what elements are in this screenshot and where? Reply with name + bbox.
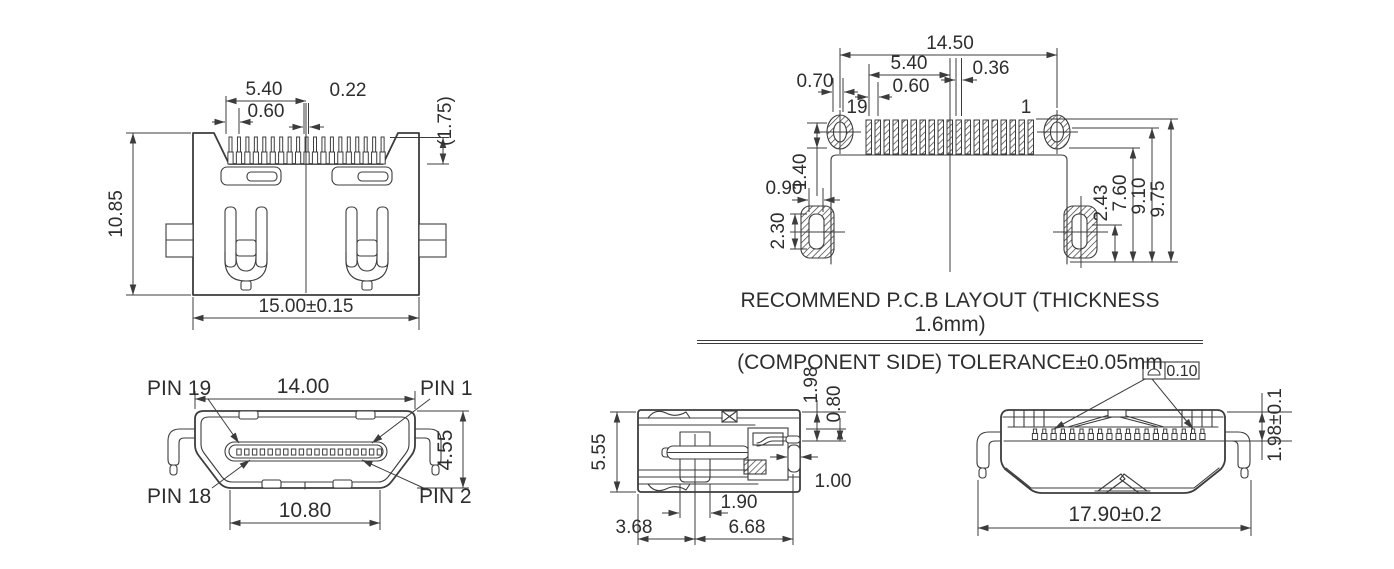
dim-1-98-tol: 1.98±0.1 — [1265, 388, 1286, 462]
pin-19-label: 19 — [846, 97, 867, 118]
dim-1-75: (1.75) — [435, 96, 456, 146]
shell-outline — [194, 410, 416, 489]
dim-1-00: 1.00 — [815, 471, 852, 492]
view-rear: 0.10 1.98±0.1 17.90±0.2 — [976, 361, 1292, 536]
through-hole-contact-right — [345, 206, 389, 291]
pin19-label: PIN 19 — [147, 377, 211, 400]
dim-1-40: 1.40 — [790, 154, 811, 191]
view-side: 5.55 1.98 0.80 1.00 1.90 3.68 6.68 — [589, 367, 851, 545]
dim-6-68: 6.68 — [729, 517, 766, 538]
dim-5-40: 5.40 — [246, 79, 283, 100]
dim-2-30: 2.30 — [768, 213, 789, 250]
dim-0-90: 0.90 — [766, 178, 803, 199]
leg-left — [167, 428, 196, 466]
dim-17-90-tol: 17.90±0.2 — [1068, 503, 1161, 526]
v1-pins — [227, 136, 386, 165]
dim-0-22: 0.22 — [330, 80, 367, 101]
pcb-outline — [830, 154, 1068, 265]
dim-0-70: 0.70 — [797, 71, 834, 92]
pin1-label: PIN 1 — [420, 377, 473, 400]
rear-leg-left — [976, 431, 1002, 469]
dim-1-98: 1.98 — [801, 367, 822, 404]
v3-contacts — [236, 448, 383, 456]
dim-9-75: 9.75 — [1148, 181, 1169, 218]
dim-9-10: 9.10 — [1129, 178, 1150, 215]
dim-14-00: 14.00 — [277, 375, 330, 398]
side-leg — [787, 444, 801, 473]
view-pcb-layout: 14.50 5.40 0.60 0.70 0.36 19 1 1.40 0.90… — [766, 33, 1178, 272]
solder-block — [743, 459, 767, 475]
caption-line1: RECOMMEND P.C.B LAYOUT (THICKNESS 1.6mm) — [697, 289, 1203, 344]
dim-2-43: 2.43 — [1091, 185, 1112, 222]
pin-1-label: 1 — [1021, 97, 1032, 118]
drawing-caption: RECOMMEND P.C.B LAYOUT (THICKNESS 1.6mm)… — [697, 289, 1203, 375]
rear-leg-right — [1225, 431, 1251, 469]
dim-10-85: 10.85 — [106, 190, 127, 238]
dim-0-60: 0.60 — [893, 76, 930, 97]
pin2-label: PIN 2 — [419, 485, 472, 508]
v5-pins — [1031, 428, 1206, 440]
tongue-side — [679, 431, 711, 483]
dim-0-60: 0.60 — [248, 101, 285, 122]
dim-5-55: 5.55 — [589, 434, 610, 471]
flatness-value: 0.10 — [1166, 363, 1197, 380]
dim-0-36: 0.36 — [973, 58, 1010, 79]
pin18-label: PIN 18 — [147, 485, 211, 508]
dim-5-40: 5.40 — [891, 53, 928, 74]
smt-pin — [756, 440, 787, 447]
caption-line2: (COMPONENT SIDE) TOLERANCE±0.05mm — [737, 351, 1163, 374]
view-front: 14.00 PIN 19 PIN 1 PIN 18 PIN 2 10.80 4.… — [147, 375, 473, 530]
dim-4-55: 4.55 — [434, 430, 457, 471]
v2-pads — [865, 119, 1034, 155]
dim-7-60: 7.60 — [1110, 175, 1131, 212]
view-rear-elevation: 5.40 0.60 0.22 (1.75) 10.85 15.00±0.15 — [106, 79, 456, 330]
dim-1-90: 1.90 — [721, 492, 758, 513]
rear-shell-outline — [1000, 409, 1226, 494]
dim-15-00: 15.00±0.15 — [259, 296, 354, 317]
dim-14-50: 14.50 — [926, 33, 974, 54]
profile-of-surface-icon — [1147, 368, 1161, 376]
dim-0-80: 0.80 — [824, 386, 845, 423]
dim-3-68: 3.68 — [616, 517, 653, 538]
dim-10-80: 10.80 — [279, 499, 332, 522]
through-hole-contact-left — [224, 206, 268, 291]
